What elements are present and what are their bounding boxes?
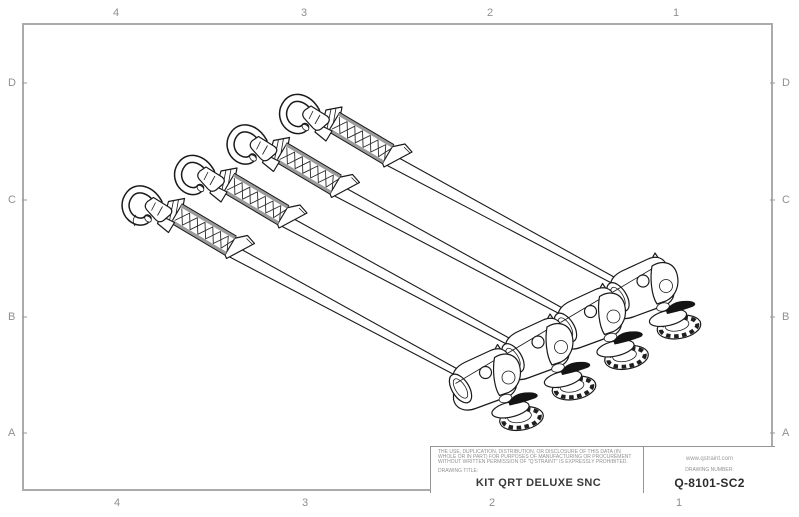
zone-row-label-right: C <box>782 194 790 206</box>
tiedown-assembly-2 <box>231 128 651 372</box>
drawing-number: Q-8101-SC2 <box>674 476 745 490</box>
zone-column-label-bottom: 4 <box>113 497 121 509</box>
tiedown-assembly-4 <box>126 189 546 433</box>
website-text: www.qstraint.com <box>685 456 733 462</box>
drawing-frame-border <box>22 23 773 491</box>
legal-line: WITHOUT WRITTEN PERMISSION OF "Q'STRAINT… <box>438 459 628 465</box>
zone-row-label-right: A <box>782 427 790 439</box>
title-block-left-cell: THE USE, DUPLICATION, DISTRIBUTION, OR D… <box>431 447 644 493</box>
drawing-title-label: DRAWING TITLE: <box>438 468 479 474</box>
legal-line: THE USE, DUPLICATION, DISTRIBUTION, OR D… <box>438 449 621 455</box>
zone-row-label-right: B <box>782 311 790 323</box>
legal-line: WHOLE OR IN PART) FOR PURPOSES OF MANUFA… <box>438 454 632 460</box>
title-block-right-cell: www.qstraint.com DRAWING NUMBER: Q-8101-… <box>644 447 775 493</box>
tiedown-assembly-1 <box>283 98 703 342</box>
tiedown-assembly-3 <box>178 159 598 403</box>
zone-row-label-left: A <box>8 427 16 439</box>
zone-row-label-left: C <box>8 194 16 206</box>
zone-column-label-top: 3 <box>300 7 308 19</box>
zone-column-label-bottom: 1 <box>675 497 683 509</box>
stray-mark <box>132 214 137 227</box>
drawing-title: KIT QRT DELUXE SNC <box>475 477 602 489</box>
title-block: THE USE, DUPLICATION, DISTRIBUTION, OR D… <box>430 446 775 493</box>
zone-row-label-left: D <box>8 77 16 89</box>
zone-column-label-top: 1 <box>672 7 680 19</box>
zone-column-label-bottom: 3 <box>301 497 309 509</box>
legal-notice: THE USE, DUPLICATION, DISTRIBUTION, OR D… <box>438 450 639 465</box>
zone-column-label-top: 4 <box>112 7 120 19</box>
zone-row-label-right: D <box>782 77 790 89</box>
zone-row-label-left: B <box>8 311 16 323</box>
zone-column-label-top: 2 <box>486 7 494 19</box>
drawing-number-label: DRAWING NUMBER: <box>685 467 734 473</box>
zone-column-label-bottom: 2 <box>488 497 496 509</box>
